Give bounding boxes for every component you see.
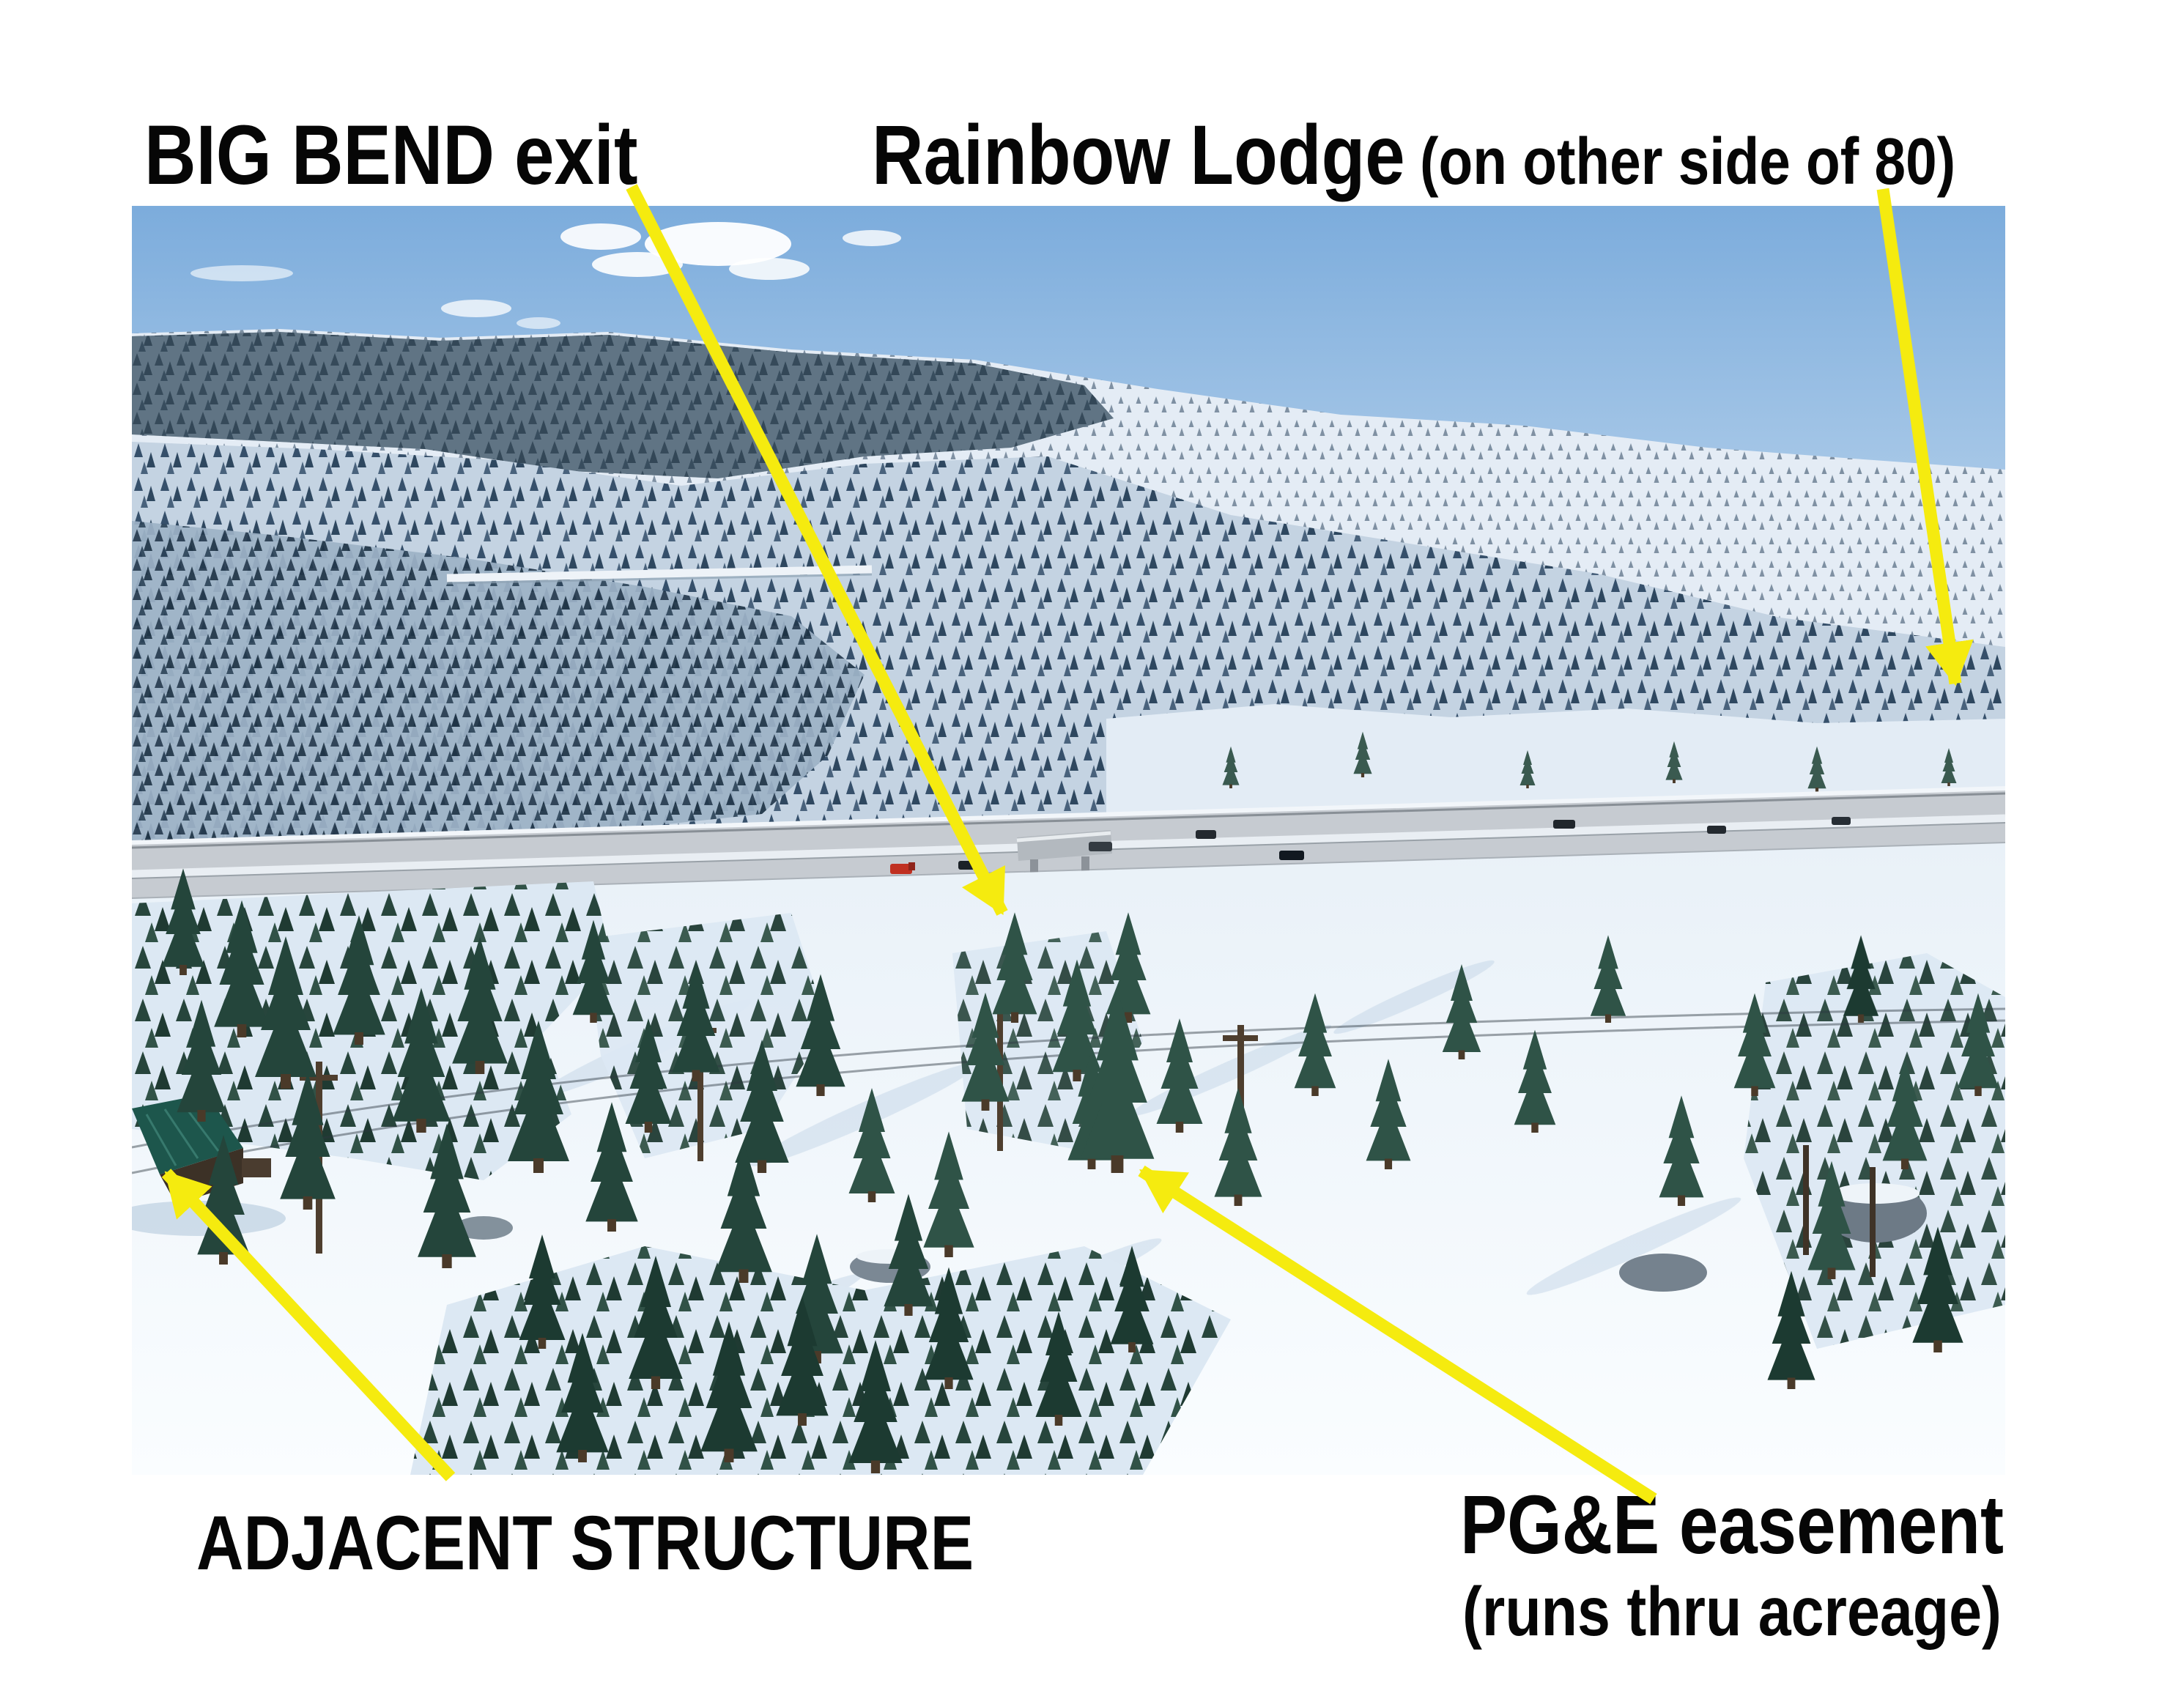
pge-easement-text: PG&E easement bbox=[1459, 1478, 2004, 1571]
pge-easement-subtext: (runs thru acreage) bbox=[1462, 1572, 2002, 1651]
adjacent-structure-text: ADJACENT STRUCTURE bbox=[196, 1500, 974, 1586]
big-bend-exit-text: BIG BEND exit bbox=[144, 108, 638, 202]
label-pge-easement: PG&E easement (runs thru acreage) bbox=[1460, 1481, 2004, 1648]
label-big-bend-exit: BIG BEND exit bbox=[144, 111, 638, 200]
label-rainbow-lodge: Rainbow Lodge (on other side of 80) bbox=[872, 111, 1955, 200]
label-adjacent-structure: ADJACENT STRUCTURE bbox=[196, 1503, 974, 1584]
aerial-photo-graphic bbox=[132, 206, 2005, 1475]
aerial-photo bbox=[132, 206, 2005, 1475]
rainbow-lodge-text: Rainbow Lodge bbox=[872, 108, 1405, 202]
rainbow-lodge-subtext: (on other side of 80) bbox=[1420, 125, 1956, 199]
